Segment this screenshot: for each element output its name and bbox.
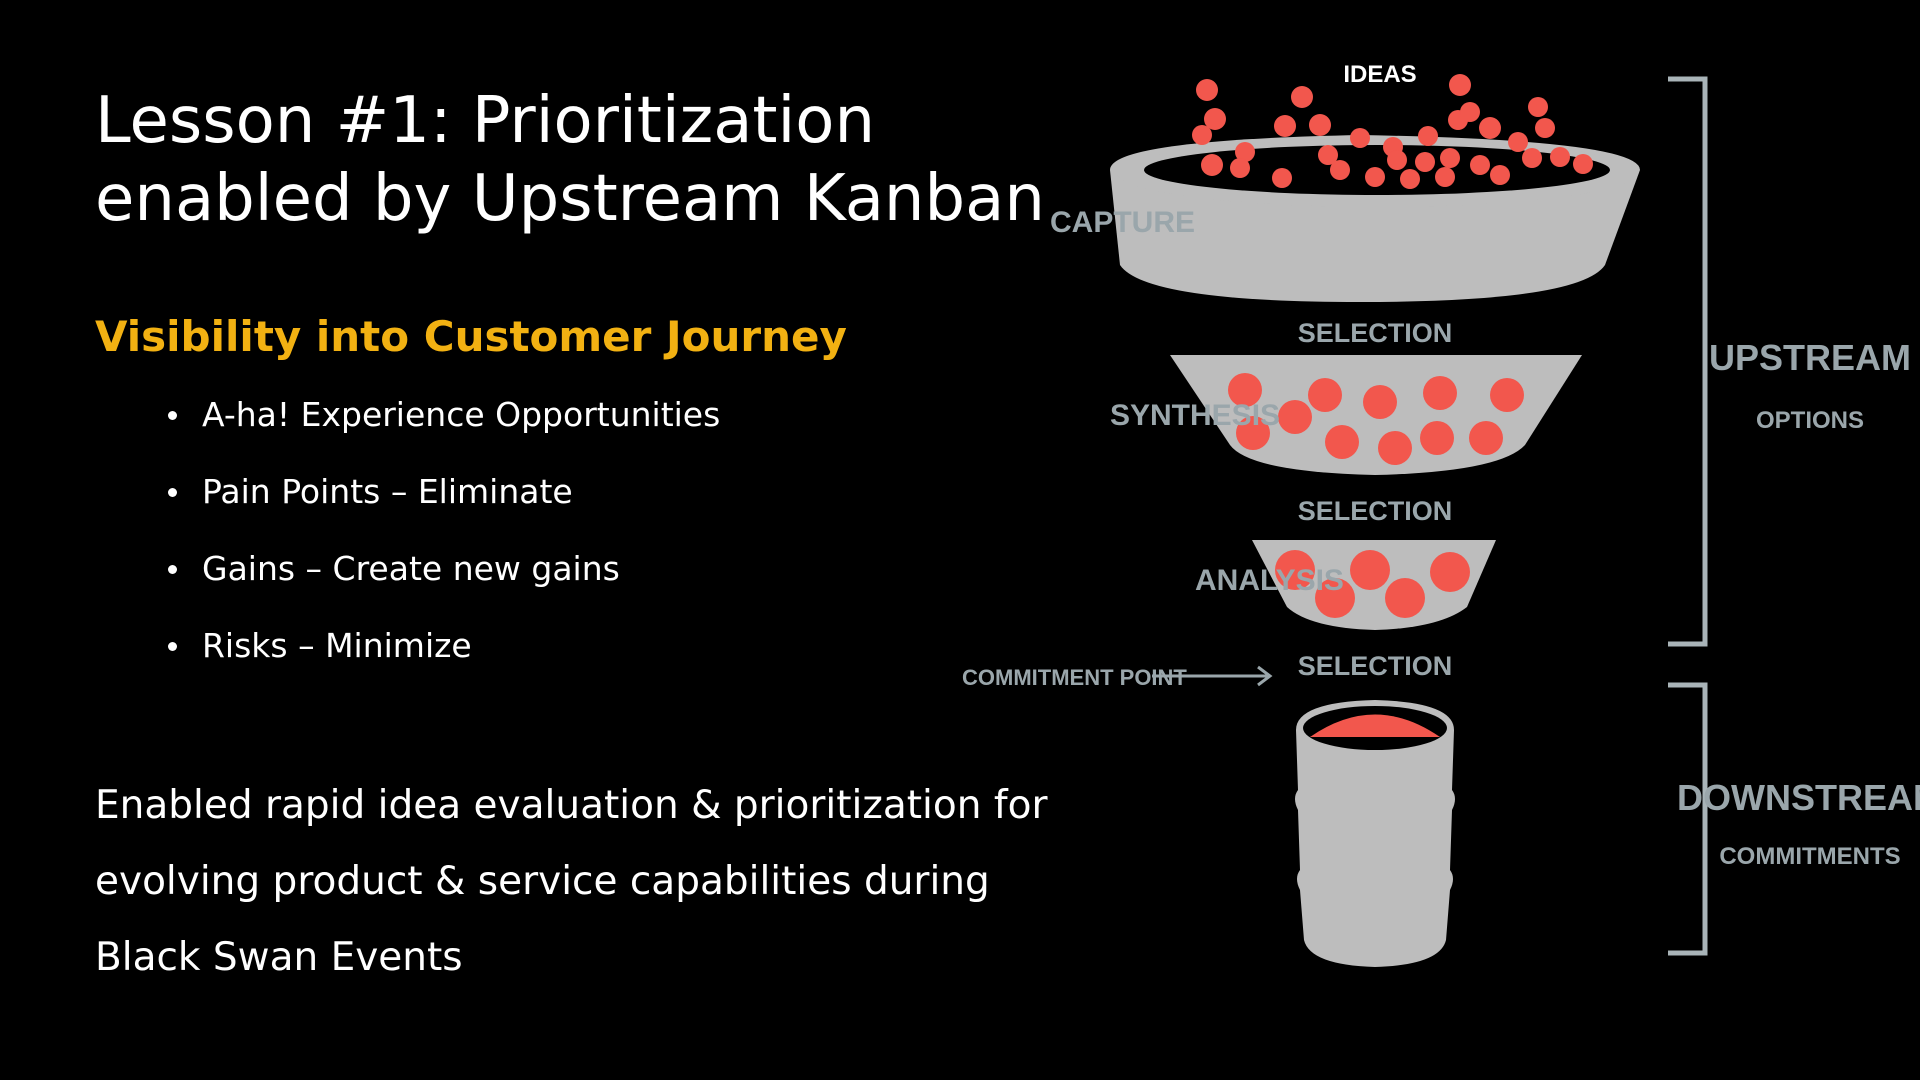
summary-line-1: Enabled rapid idea evaluation & prioriti… bbox=[95, 783, 1048, 828]
bullet-list: A-ha! Experience Opportunities Pain Poin… bbox=[165, 390, 720, 698]
bullet-dot-icon bbox=[168, 565, 177, 574]
analysis-dots bbox=[1275, 550, 1470, 618]
selection-label-2: SELECTION bbox=[1298, 496, 1453, 526]
downstream-bracket bbox=[1668, 682, 1708, 956]
bullet-item: Gains – Create new gains bbox=[165, 544, 720, 621]
selection-label-1: SELECTION bbox=[1298, 318, 1453, 348]
summary-text: Enabled rapid idea evaluation & prioriti… bbox=[95, 768, 1095, 996]
commitment-point-label: COMMITMENT POINT bbox=[962, 665, 1187, 690]
summary-line-2: evolving product & service capabilities … bbox=[95, 859, 990, 904]
summary-line-3: Black Swan Events bbox=[95, 935, 463, 980]
commitments-label: COMMITMENTS bbox=[1719, 843, 1900, 870]
capture-label: CAPTURE bbox=[1050, 206, 1195, 239]
subheading: Visibility into Customer Journey bbox=[95, 312, 847, 361]
bullet-dot-icon bbox=[168, 488, 177, 497]
slide-title: Lesson #1: Prioritization enabled by Ups… bbox=[95, 82, 1045, 238]
kanban-funnel-diagram: IDEAS CAPTURE SELECTION SYNTHESIS SELECT… bbox=[962, 61, 1920, 967]
bullet-item: Pain Points – Eliminate bbox=[165, 467, 720, 544]
bullet-text: A-ha! Experience Opportunities bbox=[202, 395, 721, 434]
bullet-text: Gains – Create new gains bbox=[202, 549, 620, 588]
bullet-text: Risks – Minimize bbox=[202, 626, 472, 665]
idea-dots bbox=[1192, 74, 1593, 189]
options-label: OPTIONS bbox=[1756, 407, 1864, 434]
selection-label-3: SELECTION bbox=[1298, 651, 1453, 681]
analysis-label: ANALYSIS bbox=[1195, 564, 1344, 597]
title-line-2: enabled by Upstream Kanban bbox=[95, 162, 1045, 236]
title-line-1: Lesson #1: Prioritization bbox=[95, 84, 875, 158]
downstream-cup bbox=[1295, 700, 1455, 967]
synthesis-dots bbox=[1228, 373, 1524, 465]
bullet-dot-icon bbox=[168, 642, 177, 651]
bullet-item: Risks – Minimize bbox=[165, 621, 720, 698]
bullet-item: A-ha! Experience Opportunities bbox=[165, 390, 720, 467]
upstream-label: UPSTREAM bbox=[1709, 337, 1911, 378]
upstream-bracket bbox=[1668, 76, 1708, 647]
bullet-dot-icon bbox=[168, 411, 177, 420]
synthesis-label: SYNTHESIS bbox=[1110, 399, 1280, 432]
downstream-label: DOWNSTREAM bbox=[1677, 777, 1920, 818]
ideas-label: IDEAS bbox=[1343, 61, 1416, 88]
commitment-arrow bbox=[1152, 665, 1273, 687]
bullet-text: Pain Points – Eliminate bbox=[202, 472, 573, 511]
